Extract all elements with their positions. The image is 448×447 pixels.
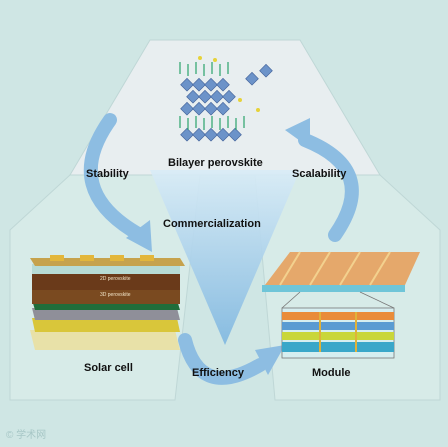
scalability-label: Scalability — [292, 168, 347, 180]
efficiency-arrowhead — [255, 345, 285, 375]
perovskite-lattice — [179, 56, 273, 142]
efficiency-label: Efficiency — [192, 367, 244, 379]
solar-cell-label: Solar cell — [84, 362, 133, 374]
module-label: Module — [312, 367, 351, 379]
stability-label: Stability — [86, 168, 129, 180]
scalability-arrow — [298, 133, 359, 242]
watermark: © 学术网 — [6, 430, 47, 441]
bilayer-perovskite-label: Bilayer perovskite — [168, 157, 263, 169]
scalability-arrowhead — [285, 118, 310, 148]
layer-3d-label: 3D perovskite — [100, 292, 131, 298]
stability-arrowhead — [126, 220, 152, 252]
module-top — [262, 251, 420, 292]
module-cross-section — [281, 291, 395, 359]
efficiency-arrow — [178, 333, 267, 385]
center-triangle — [150, 170, 300, 345]
solar-cell-stack — [30, 255, 185, 350]
layer-2d-label: 2D perovskite — [100, 276, 131, 282]
stability-arrow — [83, 113, 147, 242]
commercialization-label: Commercialization — [163, 218, 261, 230]
